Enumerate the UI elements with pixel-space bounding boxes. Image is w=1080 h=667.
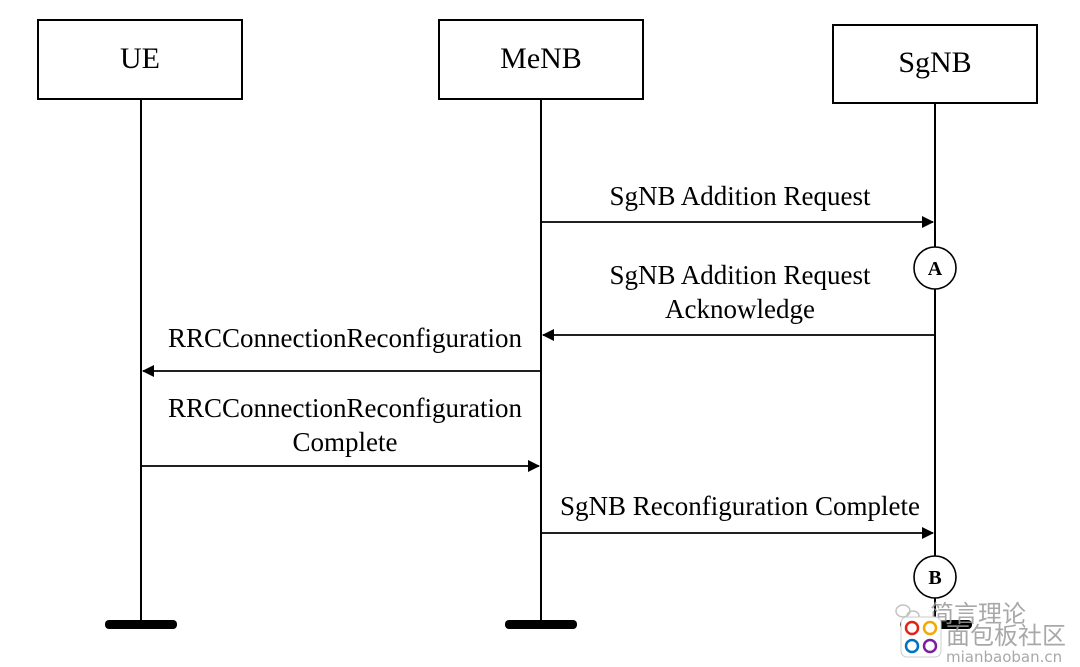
entity-label-menb: MeNB — [500, 42, 582, 75]
message-label: SgNB Reconfiguration Complete — [560, 491, 920, 521]
watermark-logo-text: 面包板社区 — [946, 622, 1066, 650]
watermark-title: 简言理论 — [930, 600, 1026, 628]
entity-box-ue — [37, 19, 243, 100]
entity-sgnb: SgNB — [832, 24, 1038, 104]
entity-label-ue: UE — [120, 42, 160, 75]
message-sgnb-reconfiguration-complete: SgNB Reconfiguration Complete — [541, 491, 934, 539]
marker-b-label: B — [928, 567, 941, 589]
entity-box-sgnb — [832, 24, 1038, 104]
message-rrc-connection-reconfiguration-complete: RRCConnectionReconfiguration Complete — [141, 393, 540, 472]
message-sgnb-addition-request-ack: SgNB Addition Request Acknowledge — [542, 260, 935, 341]
message-label-line2: Acknowledge — [665, 294, 815, 324]
terminator-ue — [105, 620, 177, 629]
message-label: RRCConnectionReconfiguration — [168, 323, 522, 353]
marker-a-circle — [913, 246, 957, 290]
watermark: 简言理论 面包板社区 mianbaoban.cn — [895, 600, 1066, 666]
message-label-line2: Complete — [293, 427, 398, 457]
message-rrc-connection-reconfiguration: RRCConnectionReconfiguration — [142, 323, 541, 377]
message-label-line1: RRCConnectionReconfiguration — [168, 393, 522, 423]
marker-b: B — [913, 555, 957, 599]
marker-a: A — [913, 246, 957, 290]
entity-label-sgnb: SgNB — [898, 46, 971, 79]
message-label-line1: SgNB Addition Request — [609, 260, 871, 290]
terminator-menb — [505, 620, 577, 629]
entity-menb: MeNB — [438, 19, 644, 100]
message-sgnb-addition-request: SgNB Addition Request — [541, 181, 934, 228]
message-label: SgNB Addition Request — [609, 181, 871, 211]
entity-box-menb — [438, 19, 644, 100]
site-logo-icon — [900, 616, 942, 658]
watermark-subtitle: mianbaoban.cn — [946, 648, 1062, 666]
marker-a-label: A — [928, 258, 943, 280]
marker-b-circle — [913, 555, 957, 599]
entity-ue: UE — [37, 19, 243, 100]
